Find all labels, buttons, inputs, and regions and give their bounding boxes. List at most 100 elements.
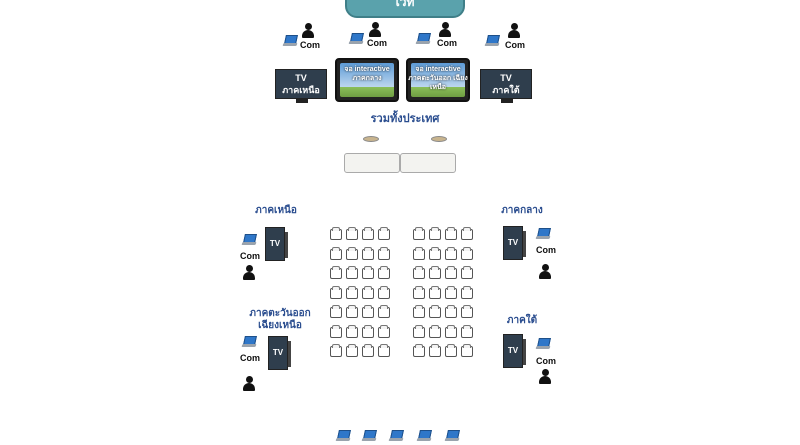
chair: [362, 246, 374, 260]
chair: [445, 344, 457, 357]
chair: [429, 246, 441, 260]
chair: [461, 344, 473, 357]
chair: [429, 266, 441, 279]
screen-central: จอ interactive ภาคกลาง: [335, 58, 399, 102]
tv-north: TV ภาคเหนือ: [275, 69, 327, 103]
chair: [362, 344, 374, 357]
chair: [330, 324, 342, 338]
chair: [378, 246, 390, 260]
chair: [413, 344, 425, 357]
laptop-icon: [388, 430, 404, 442]
chair: [429, 227, 441, 240]
com-label: Com: [367, 38, 387, 48]
person-icon: [539, 264, 551, 280]
chair: [330, 246, 342, 260]
screen-northeast-label: จอ interactive ภาคตะวันออก เฉียงเหนือ: [408, 66, 468, 91]
chair: [378, 305, 390, 318]
chair: [378, 324, 390, 338]
com-label: Com: [300, 40, 320, 50]
chair: [378, 285, 390, 299]
chair: [346, 344, 358, 357]
chair: [429, 344, 441, 357]
chair: [362, 324, 374, 338]
chair: [461, 266, 473, 279]
tv-north-label: ภาคเหนือ: [282, 85, 320, 95]
person-icon: [508, 23, 520, 39]
chair: [362, 266, 374, 279]
chair: [330, 227, 342, 240]
chair: [378, 344, 390, 357]
tv-label: TV: [500, 73, 512, 83]
com-label: Com: [505, 40, 525, 50]
chair: [413, 227, 425, 240]
chair: [445, 246, 457, 260]
region-south-label: ภาคใต้: [506, 315, 538, 326]
chair: [346, 305, 358, 318]
tv-label: TV: [269, 239, 281, 248]
screen-central-label: จอ interactive ภาคกลาง: [344, 66, 390, 82]
tv-label: TV: [507, 346, 519, 355]
chair: [346, 285, 358, 299]
chair: [346, 324, 358, 338]
tv-south-label: ภาคใต้: [492, 85, 520, 95]
chair: [330, 305, 342, 318]
tv-northeast-region: TV: [268, 336, 291, 370]
com-label: Com: [536, 356, 556, 366]
chair: [445, 324, 457, 338]
person-icon: [369, 22, 381, 38]
region-northeast-label: ภาคตะวันออก เฉียงเหนือ: [249, 308, 311, 331]
person-icon: [439, 22, 451, 38]
chair: [346, 227, 358, 240]
region-central-label: ภาคกลาง: [501, 205, 543, 216]
chair: [362, 227, 374, 240]
chair: [413, 324, 425, 338]
chair: [378, 227, 390, 240]
chair: [413, 285, 425, 299]
chair: [461, 246, 473, 260]
tv-central-region: TV: [503, 226, 526, 260]
laptop-icon: [416, 430, 432, 442]
com-label: Com: [437, 38, 457, 48]
chair: [362, 305, 374, 318]
chair: [445, 266, 457, 279]
coffee-table: [363, 136, 379, 142]
laptop-icon: [444, 430, 460, 442]
chair: [429, 305, 441, 318]
chair: [429, 285, 441, 299]
chair: [330, 285, 342, 299]
chair: [413, 266, 425, 279]
tv-label: TV: [272, 348, 284, 357]
person-icon: [243, 376, 255, 392]
chair: [429, 324, 441, 338]
tv-label: TV: [295, 73, 307, 83]
tv-label: TV: [507, 238, 519, 247]
laptop-icon: [335, 430, 351, 442]
chair: [461, 305, 473, 318]
com-label: Com: [240, 353, 260, 363]
chair: [362, 285, 374, 299]
person-icon: [302, 23, 314, 39]
chair: [346, 266, 358, 279]
coffee-table: [431, 136, 447, 142]
chair: [330, 344, 342, 357]
chair: [461, 285, 473, 299]
tv-north-region: TV: [265, 227, 288, 261]
tv-south-region: TV: [503, 334, 526, 368]
person-icon: [243, 265, 255, 281]
laptop-icon: [361, 430, 377, 442]
com-label: Com: [536, 245, 556, 255]
chair: [346, 246, 358, 260]
chair: [413, 246, 425, 260]
chair: [461, 227, 473, 240]
chair: [445, 285, 457, 299]
chair: [330, 266, 342, 279]
nationwide-label: รวมทั้งประเทศ: [370, 113, 440, 125]
stage: เวที: [345, 0, 465, 18]
sofa: [400, 153, 456, 173]
chair: [378, 266, 390, 279]
sofa: [344, 153, 400, 173]
chair: [445, 305, 457, 318]
chair: [445, 227, 457, 240]
